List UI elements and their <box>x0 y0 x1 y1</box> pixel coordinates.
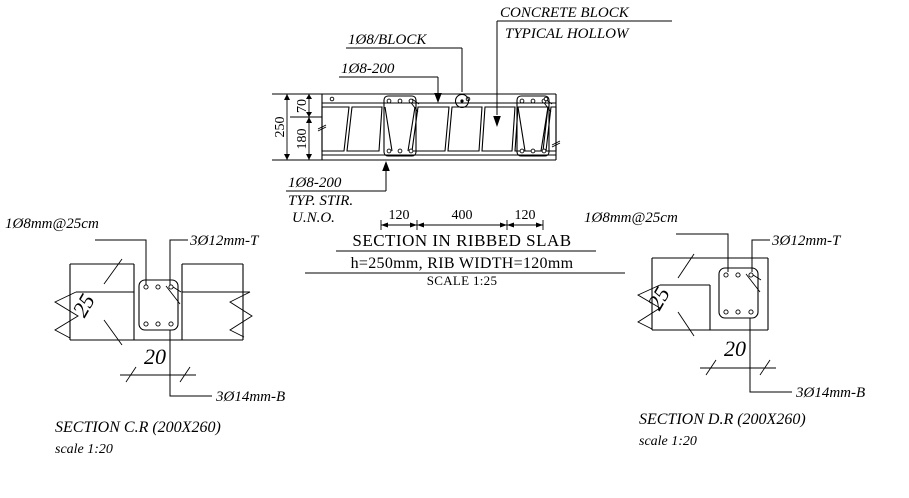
dim-overall-depth: 250 <box>273 117 288 138</box>
annotation-typ-stir-line1: TYP. STIR. <box>288 193 353 209</box>
section-cr-stirrup-cage <box>138 279 182 331</box>
section-dr-width-value: 20 <box>724 336 746 361</box>
annotation-top-stirrup: 1Ø8-200 <box>339 61 442 103</box>
section-dr-depth-dim: 25 <box>642 282 675 314</box>
annotation-bottom-stirrup-label: 1Ø8-200 <box>288 175 342 191</box>
leader-arrow-icon <box>493 116 501 127</box>
section-cr-caption-line2: scale 1:20 <box>55 442 113 457</box>
annotation-block-bar-label: 1Ø8/BLOCK <box>348 32 427 48</box>
hollow-blocks <box>321 106 557 152</box>
leader-arrow-icon <box>382 161 390 171</box>
horizontal-dimensions: 120 400 120 <box>380 208 544 230</box>
section-dr-geometry <box>637 253 769 337</box>
rib-stirrup-cage <box>516 95 550 157</box>
section-dr-caption: SECTION D.R (200X260) scale 1:20 <box>639 411 806 449</box>
section-cr: 1Ø8mm@25cm 3Ø12mm-T <box>5 216 285 457</box>
ribbed-slab-title-line2: h=250mm, RIB WIDTH=120mm <box>351 255 574 272</box>
leader-arrow-icon <box>434 93 442 103</box>
dim-rib-left: 120 <box>389 208 410 223</box>
annotation-concrete-block-line1: CONCRETE BLOCK <box>500 5 630 21</box>
section-cr-stirrup-note: 1Ø8mm@25cm <box>5 216 147 288</box>
dim-topping-height: 70 <box>295 99 310 113</box>
section-cr-caption: SECTION C.R (200X260) scale 1:20 <box>55 419 221 457</box>
section-dr-stirrup-note: 1Ø8mm@25cm <box>584 210 729 272</box>
ribbed-slab-title-block: SECTION IN RIBBED SLAB h=250mm, RIB WIDT… <box>305 231 625 288</box>
vertical-dimensions: 250 180 70 <box>272 93 322 161</box>
section-dr-caption-line2: scale 1:20 <box>639 434 697 449</box>
annotation-top-stirrup-label: 1Ø8-200 <box>341 61 395 77</box>
section-dr-stirrup-label: 1Ø8mm@25cm <box>584 210 678 226</box>
ribbed-slab-title-line1: SECTION IN RIBBED SLAB <box>352 231 571 250</box>
annotation-concrete-block: CONCRETE BLOCK TYPICAL HOLLOW <box>493 5 672 127</box>
section-dr-bottom-bars-label: 3Ø14mm-B <box>795 385 865 401</box>
section-dr-bottom-bars-note: 3Ø14mm-B <box>749 318 865 401</box>
annotation-bottom-stirrup: 1Ø8-200 TYP. STIR. U.N.O. <box>286 161 390 226</box>
block-bar-marker <box>454 93 470 109</box>
rib-stirrup-cage <box>383 95 417 157</box>
section-cr-top-bars-label: 3Ø12mm-T <box>189 233 260 249</box>
dim-block-width: 400 <box>452 208 473 223</box>
dim-block-height: 180 <box>295 129 310 150</box>
ribbed-slab-section: 1Ø8/BLOCK 1Ø8-200 CONCRETE BLOCK TYPICAL… <box>272 5 672 288</box>
dim-rib-right: 120 <box>515 208 536 223</box>
section-dr-top-bars-label: 3Ø12mm-T <box>771 233 842 249</box>
section-cr-top-bars-note: 3Ø12mm-T <box>169 233 260 288</box>
section-dr-depth-value: 25 <box>642 282 675 314</box>
section-cr-width-value: 20 <box>144 344 166 369</box>
section-cr-width-dim: 20 <box>120 344 196 383</box>
section-dr-top-bars-note: 3Ø12mm-T <box>751 233 842 272</box>
section-dr-width-dim: 20 <box>700 336 776 376</box>
rib-stirrups <box>383 95 553 157</box>
annotation-block-bar: 1Ø8/BLOCK <box>346 32 463 92</box>
section-dr: 1Ø8mm@25cm 3Ø12mm-T 25 <box>584 210 865 449</box>
section-cr-bottom-bars-note: 3Ø14mm-B <box>169 330 285 405</box>
ribbed-slab-title-scale: SCALE 1:25 <box>427 273 498 288</box>
section-dr-stirrup-cage <box>718 267 762 319</box>
section-cr-caption-line1: SECTION C.R (200X260) <box>55 419 221 436</box>
section-cr-stirrup-label: 1Ø8mm@25cm <box>5 216 99 232</box>
annotation-concrete-block-line2: TYPICAL HOLLOW <box>505 26 630 42</box>
annotation-typ-stir-line2: U.N.O. <box>292 210 335 226</box>
section-cr-bottom-bars-label: 3Ø14mm-B <box>215 389 285 405</box>
section-dr-caption-line1: SECTION D.R (200X260) <box>639 411 806 428</box>
section-cr-geometry <box>54 258 253 346</box>
